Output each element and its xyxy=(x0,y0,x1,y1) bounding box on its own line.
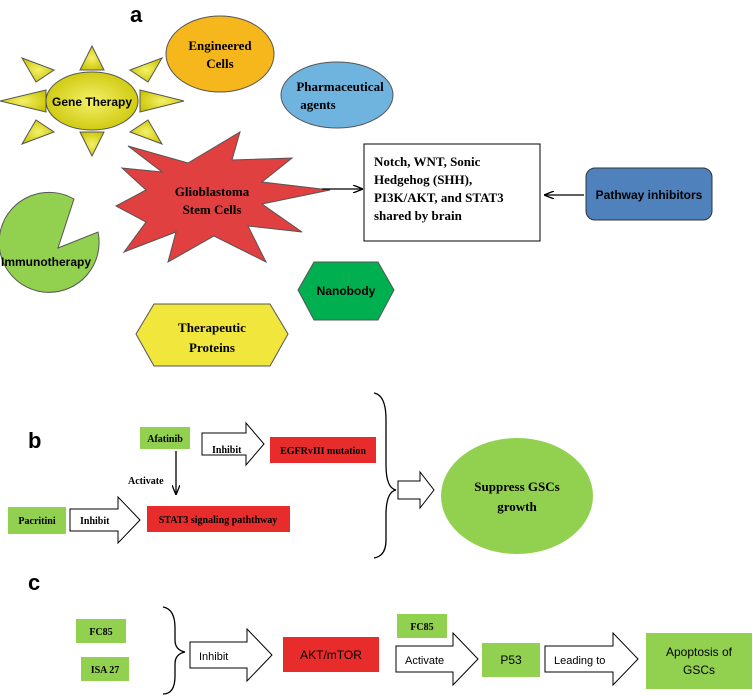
sun-ray xyxy=(128,119,164,145)
pathways-line-3: PI3K/AKT, and STAT3 xyxy=(374,190,504,205)
pathway-inhibitors-label: Pathway inhibitors xyxy=(596,188,703,202)
immunotherapy-label: Immunotherapy xyxy=(1,255,91,269)
inhibit-2-label: Inhibit xyxy=(80,516,110,527)
activate-label: Activate xyxy=(128,476,164,487)
panel-c-label: c xyxy=(28,570,40,595)
pathways-rect xyxy=(363,143,541,242)
therapeutic-proteins-line-1: Therapeutic xyxy=(178,320,246,335)
glioblastoma-line-1: Glioblastoma xyxy=(175,184,250,199)
pathways-box: Notch, WNT, Sonic Hedgehog (SHH), PI3K/A… xyxy=(363,143,541,242)
akt-box xyxy=(283,637,379,672)
sun-ray xyxy=(20,57,56,83)
brace-c xyxy=(162,606,186,695)
therapeutic-proteins-node: Therapeutic Proteins xyxy=(135,303,289,367)
stat3-label: STAT3 signaling paththway xyxy=(159,515,278,526)
sun-ray xyxy=(79,131,105,158)
stat3-box xyxy=(147,506,290,532)
nanobody-hexagon xyxy=(297,261,395,321)
glioblastoma-star xyxy=(114,130,331,264)
engineered-cells-ellipse xyxy=(165,15,275,93)
egfr-label: EGFRvIII mutation xyxy=(280,446,366,457)
sun-ray xyxy=(128,57,164,83)
nanobody-node: Nanobody xyxy=(297,261,395,321)
engineered-cells-node: Engineered Cells xyxy=(165,15,275,93)
glioblastoma-node: Glioblastoma Stem Cells xyxy=(114,130,331,264)
fc85-right-box xyxy=(397,614,447,638)
akt-label: AKT/mTOR xyxy=(300,648,362,662)
immunotherapy-node: Immunotherapy xyxy=(0,191,100,293)
leading-to-label: Leading to xyxy=(554,655,605,667)
glioblastoma-line-2: Stem Cells xyxy=(183,202,242,217)
leading-to-arrow xyxy=(544,631,639,687)
activate-arrow-c xyxy=(395,631,479,687)
p53-box xyxy=(482,643,540,677)
p53-label: P53 xyxy=(500,653,522,667)
sun-ray xyxy=(0,89,47,113)
sun-ray xyxy=(79,44,105,71)
sun-core xyxy=(45,71,139,131)
pharmaceutical-agents-node: Pharmaceutical agents xyxy=(280,61,394,129)
inhibit-arrow-2 xyxy=(69,495,141,545)
inhibit-arrow-c xyxy=(189,627,273,683)
fc85-left-box xyxy=(76,619,126,643)
engineered-cells-line-1: Engineered xyxy=(188,38,252,53)
afatinib-label: Afatinib xyxy=(147,434,183,445)
suppress-line-1: Suppress GSCs xyxy=(474,479,559,494)
gene-therapy-label: Gene Therapy xyxy=(52,95,132,109)
pathway-inhibitors-node: Pathway inhibitors xyxy=(585,167,713,221)
isa27-label: ISA 27 xyxy=(91,665,120,676)
pathways-line-2: Hedgehog (SHH), xyxy=(374,172,472,187)
panel-a-label: a xyxy=(130,2,143,27)
pacritini-label: Pacritini xyxy=(18,516,55,527)
pharmaceutical-line-1: Pharmaceutical xyxy=(296,79,384,94)
suppress-line-2: growth xyxy=(497,499,537,514)
activate-c-label: Activate xyxy=(405,655,444,667)
pathways-line-4: shared by brain xyxy=(374,208,463,223)
immunotherapy-shape xyxy=(0,191,100,293)
fc85-right-label: FC85 xyxy=(410,622,433,633)
nanobody-label: Nanobody xyxy=(317,284,376,298)
inhibit-1-label: Inhibit xyxy=(212,445,242,456)
pathway-inhibitors-rect xyxy=(585,167,713,221)
pharmaceutical-line-2: agents xyxy=(300,97,335,112)
sun-ray xyxy=(20,119,56,145)
pathways-line-1: Notch, WNT, Sonic xyxy=(374,154,481,169)
panel-b-label: b xyxy=(28,428,41,453)
fc85-left-label: FC85 xyxy=(89,627,112,638)
isa27-box xyxy=(81,657,129,681)
apoptosis-line-2: GSCs xyxy=(683,663,715,677)
arrow-to-suppress xyxy=(397,470,435,510)
apoptosis-line-1: Apoptosis of xyxy=(666,645,733,659)
sun-ray xyxy=(139,89,185,113)
inhibit-c-label: Inhibit xyxy=(199,651,228,663)
pharmaceutical-agents-ellipse xyxy=(280,61,394,129)
pacritini-box xyxy=(8,507,66,534)
gene-therapy-sun: Gene Therapy xyxy=(0,44,185,158)
therapeutic-proteins-line-2: Proteins xyxy=(189,340,235,355)
therapeutic-proteins-hexagon xyxy=(135,303,289,367)
inhibit-arrow-1 xyxy=(201,421,265,467)
afatinib-box xyxy=(140,427,190,449)
apoptosis-box xyxy=(646,633,752,689)
suppress-ellipse xyxy=(441,438,593,554)
engineered-cells-line-2: Cells xyxy=(206,56,233,71)
brace-b xyxy=(373,392,397,559)
egfr-box xyxy=(270,437,376,463)
